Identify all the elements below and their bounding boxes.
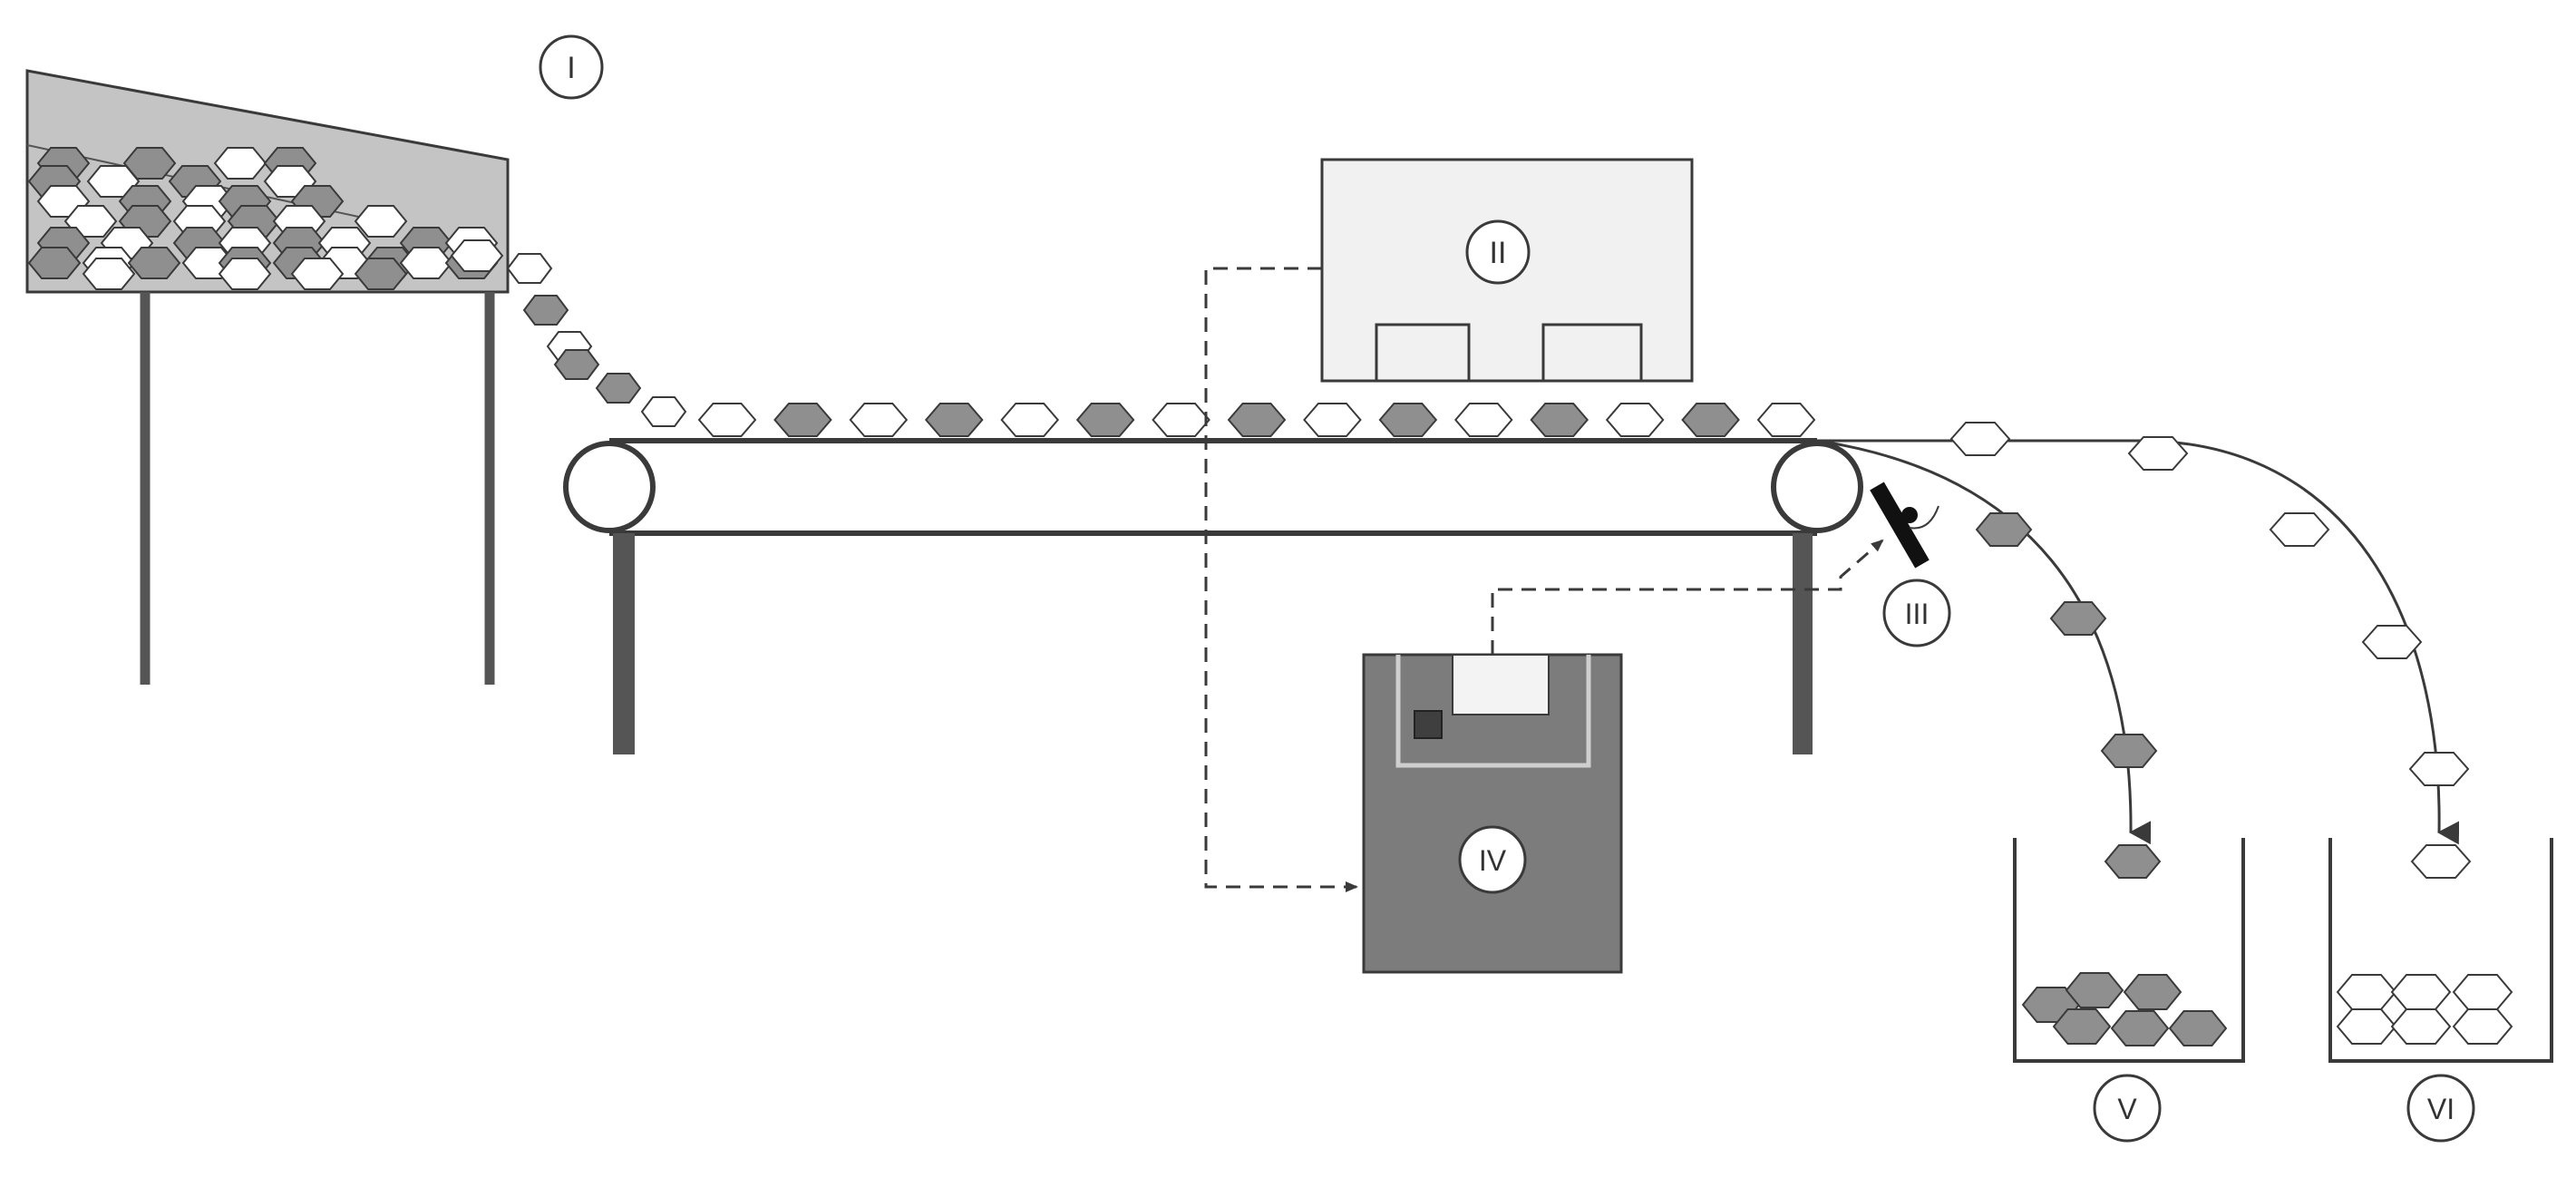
light-particle — [82, 258, 136, 290]
controller-indicator-icon — [1414, 710, 1443, 739]
dark-particle — [2168, 1010, 2228, 1046]
dark-particle — [2110, 1010, 2170, 1046]
ejector-valve — [1870, 482, 1939, 569]
light-particle — [2127, 436, 2189, 471]
light-particle — [2269, 512, 2330, 547]
light-particle — [1303, 403, 1362, 437]
belt-particles — [697, 403, 1816, 437]
light-particle — [2452, 974, 2513, 1010]
dark-particle — [1530, 403, 1589, 437]
light-particle — [2361, 625, 2423, 659]
bin-vi-outline — [2328, 838, 2553, 1063]
light-particle — [1756, 403, 1816, 437]
dark-particle — [595, 373, 642, 404]
controller-display — [1452, 654, 1550, 715]
dark-particle — [1227, 403, 1287, 437]
label-III: III — [1882, 579, 1951, 647]
light-particle — [2336, 1008, 2397, 1045]
light-particle — [2408, 752, 2470, 786]
light-particle — [2390, 1008, 2452, 1045]
label-IV: IV — [1458, 825, 1527, 894]
label-VI: VI — [2406, 1074, 2475, 1143]
ejector-flap — [1870, 482, 1930, 569]
label-IV-text: IV — [1479, 844, 1507, 877]
dark-particle — [2049, 601, 2107, 636]
dark-particle — [1075, 403, 1135, 437]
camera-lens-right — [1541, 323, 1643, 383]
label-II: II — [1465, 219, 1531, 285]
controller-unit — [1362, 653, 1623, 974]
light-particle — [1453, 403, 1513, 437]
label-II-text: II — [1490, 236, 1507, 270]
dark-particle — [2065, 972, 2124, 1008]
bin-dark — [2013, 838, 2245, 1063]
light-particle — [1152, 403, 1210, 437]
label-V: V — [2093, 1074, 2162, 1143]
label-V-text: V — [2117, 1093, 2137, 1125]
camera-to-controller-line — [1204, 267, 1358, 892]
hopper-particles — [27, 147, 504, 290]
ejector-pivot — [1901, 507, 1918, 523]
dark-particle — [27, 247, 82, 279]
light-particle — [640, 396, 687, 427]
light-particle — [2336, 974, 2397, 1010]
label-I: I — [539, 34, 604, 100]
trajectory-light — [1817, 439, 2460, 845]
dark-particle — [522, 295, 569, 326]
dark-particle — [773, 403, 832, 437]
camera-lens-left — [1375, 323, 1471, 383]
dark-particle — [2052, 1008, 2112, 1045]
feeder-hopper — [25, 69, 510, 685]
signal-lines — [1204, 267, 1884, 892]
light-particle — [506, 253, 553, 284]
light-particle — [2452, 1008, 2513, 1045]
controller-to-ejector-line — [1491, 539, 1884, 655]
bin-vi-particles — [2336, 974, 2513, 1045]
dark-particle — [2100, 734, 2158, 768]
trajectory-dark — [1816, 439, 2152, 845]
chute-particles — [506, 253, 687, 427]
trajectory-particles — [1949, 422, 2472, 879]
light-particle — [354, 205, 408, 238]
light-particle — [697, 403, 757, 437]
pulley-right — [1771, 441, 1863, 533]
dark-particle — [127, 247, 181, 279]
label-I-text: I — [567, 51, 575, 85]
dark-particle — [1975, 512, 2033, 547]
pulley-left — [563, 441, 656, 533]
light-particle — [218, 258, 272, 290]
light-particle — [2410, 844, 2472, 879]
dark-particle — [553, 349, 600, 380]
ejector-swing-arc — [1909, 505, 1939, 530]
light-particle — [2390, 974, 2452, 1010]
dark-particle — [2104, 844, 2162, 879]
light-particle — [1000, 403, 1060, 437]
light-particle — [86, 165, 141, 198]
controller-panel-outline — [1395, 655, 1591, 768]
light-particle — [849, 403, 909, 437]
dark-particle — [354, 258, 408, 290]
bin-v-particles — [2021, 972, 2228, 1046]
dark-particle — [2123, 974, 2182, 1010]
bin-v-outline — [2013, 838, 2245, 1063]
light-particle — [1949, 422, 2011, 456]
dark-particle — [1378, 403, 1438, 437]
conveyor-belt — [563, 438, 1863, 754]
light-particle — [450, 239, 504, 272]
light-particle — [1605, 403, 1665, 437]
label-VI-text: VI — [2427, 1093, 2454, 1125]
light-particle — [290, 258, 345, 290]
label-III-text: III — [1905, 598, 1930, 630]
dark-particle — [924, 403, 984, 437]
bin-light — [2328, 838, 2553, 1063]
dark-particle — [1681, 403, 1740, 437]
